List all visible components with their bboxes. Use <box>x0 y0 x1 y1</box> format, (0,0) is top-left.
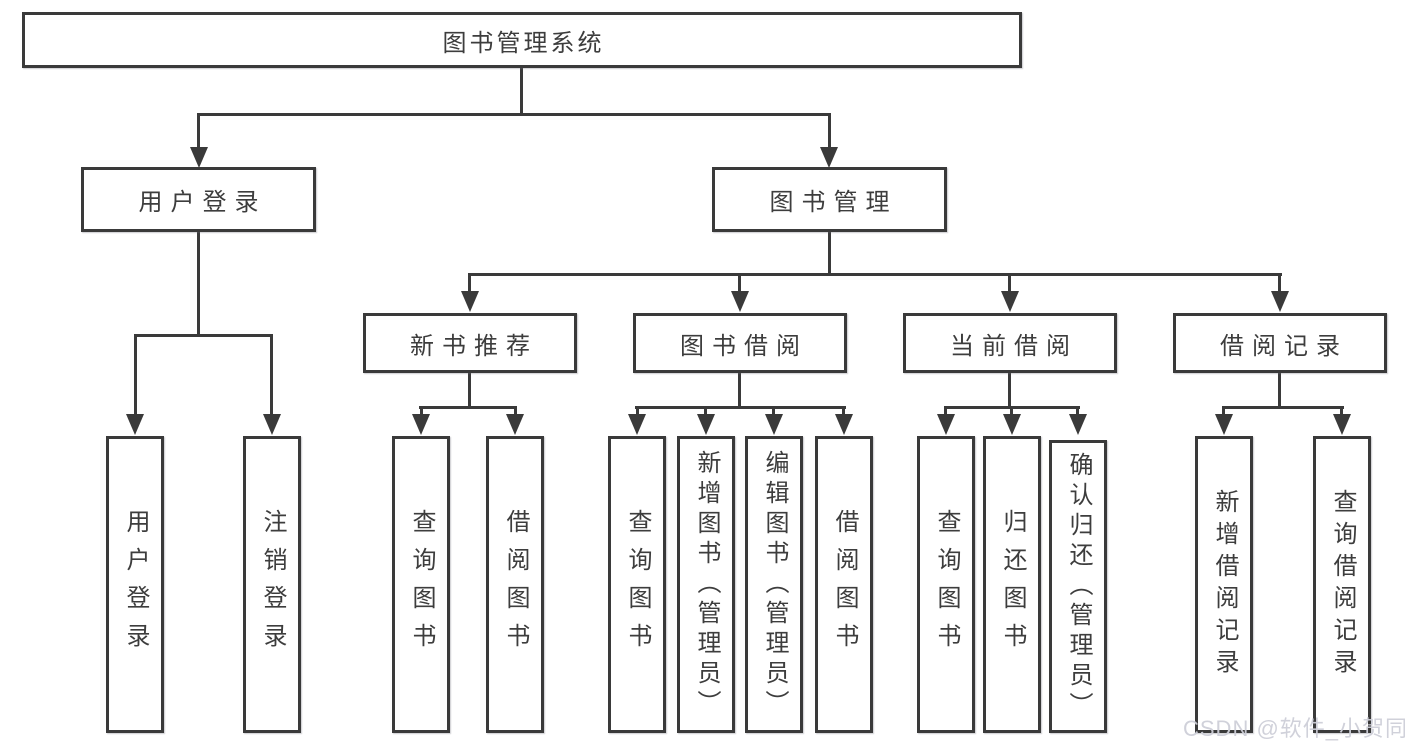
arrow-down-icon <box>1215 414 1233 435</box>
arrow-down-icon <box>765 414 783 435</box>
arrow-down-icon <box>820 147 838 168</box>
connector-book-management-stem <box>828 232 831 276</box>
arrow-down-icon <box>731 291 749 312</box>
arrow-down-icon <box>697 414 715 435</box>
arrow-down-icon <box>1271 291 1289 312</box>
arrow-down-icon <box>461 291 479 312</box>
arrow-down-icon <box>412 414 430 435</box>
connector-user-login-stem <box>197 232 200 337</box>
node-logout: 注销登录 <box>243 436 301 733</box>
node-bb-borrow-books-label: 借阅图书 <box>831 508 858 661</box>
connector-root-stem <box>520 68 523 116</box>
node-borrowing-records-label: 借阅记录 <box>1220 332 1348 360</box>
arrow-down-icon <box>1069 414 1087 435</box>
node-nb-borrow-books-label: 借阅图书 <box>502 508 529 661</box>
node-bb-add-books-admin: 新增图书（管理员） <box>677 436 735 733</box>
node-br-query-record-label: 查询借阅记录 <box>1329 488 1356 681</box>
connector-new-book-stem <box>468 373 471 409</box>
node-book-management-label: 图书管理 <box>769 189 898 216</box>
connector-borrowing-records-hline <box>1222 406 1344 409</box>
arrow-down-icon <box>263 414 281 435</box>
connector-drop-leaf <box>420 406 423 416</box>
connector-drop-user-login <box>197 113 200 149</box>
connector-drop-borrowing-records <box>1278 273 1281 293</box>
node-br-add-record-label: 新增借阅记录 <box>1211 488 1238 681</box>
node-cb-return-books: 归还图书 <box>983 436 1041 733</box>
arrow-down-icon <box>190 147 208 168</box>
node-cb-query-books-label: 查询图书 <box>933 508 960 661</box>
connector-book-borrowing-stem <box>738 373 741 409</box>
connector-borrowing-records-stem <box>1278 373 1281 409</box>
connector-drop-book-management <box>828 113 831 149</box>
node-current-borrowing: 当前借阅 <box>903 313 1117 373</box>
connector-drop-leaf <box>772 406 775 416</box>
node-cb-query-books: 查询图书 <box>917 436 975 733</box>
connector-drop-leaf <box>1076 406 1079 416</box>
connector-level3-hline <box>468 273 1282 276</box>
arrow-down-icon <box>1333 414 1351 435</box>
arrow-down-icon <box>1003 414 1021 435</box>
connector-drop-login <box>134 334 137 416</box>
node-br-query-record: 查询借阅记录 <box>1313 436 1371 733</box>
node-cb-confirm-return-admin-label: 确认归还（管理员） <box>1065 451 1092 722</box>
node-book-management: 图书管理 <box>712 167 947 232</box>
node-root-label: 图书管理系统 <box>442 29 605 57</box>
node-bb-edit-books-admin: 编辑图书（管理员） <box>745 436 803 733</box>
connector-user-login-hline <box>134 334 273 337</box>
node-br-add-record: 新增借阅记录 <box>1195 436 1253 733</box>
arrow-down-icon <box>937 414 955 435</box>
connector-drop-leaf <box>1222 406 1225 416</box>
connector-level1-hline <box>197 113 831 116</box>
connector-drop-leaf <box>1340 406 1343 416</box>
node-logout-label: 注销登录 <box>259 508 286 661</box>
connector-drop-current-borrowing <box>1008 273 1011 293</box>
connector-current-borrowing-stem <box>1008 373 1011 409</box>
node-book-borrowing: 图书借阅 <box>633 313 847 373</box>
node-bb-edit-books-admin-label: 编辑图书（管理员） <box>761 449 788 720</box>
connector-book-borrowing-hline <box>635 406 846 409</box>
node-user-login: 用户登录 <box>81 167 316 232</box>
node-cb-return-books-label: 归还图书 <box>999 508 1026 661</box>
node-bb-borrow-books: 借阅图书 <box>815 436 873 733</box>
connector-drop-book-borrowing <box>738 273 741 293</box>
node-root: 图书管理系统 <box>22 12 1022 68</box>
connector-drop-new-book <box>468 273 471 293</box>
arrow-down-icon <box>126 414 144 435</box>
connector-drop-leaf <box>514 406 517 416</box>
connector-new-book-hline <box>419 406 517 409</box>
node-nb-borrow-books: 借阅图书 <box>486 436 544 733</box>
node-book-borrowing-label: 图书借阅 <box>680 332 808 360</box>
arrow-down-icon <box>835 414 853 435</box>
arrow-down-icon <box>628 414 646 435</box>
connector-drop-leaf <box>944 406 947 416</box>
connector-drop-leaf <box>704 406 707 416</box>
node-bb-query-books: 查询图书 <box>608 436 666 733</box>
node-cb-confirm-return-admin: 确认归还（管理员） <box>1049 440 1107 733</box>
node-borrowing-records: 借阅记录 <box>1173 313 1387 373</box>
node-bb-query-books-label: 查询图书 <box>624 508 651 661</box>
node-user-login-label: 用户登录 <box>138 189 267 216</box>
arrow-down-icon <box>1001 291 1019 312</box>
node-new-book-recommendation-label: 新书推荐 <box>410 332 538 360</box>
node-login: 用户登录 <box>106 436 164 733</box>
arrow-down-icon <box>506 414 524 435</box>
connector-drop-leaf <box>636 406 639 416</box>
connector-drop-logout <box>270 334 273 416</box>
node-current-borrowing-label: 当前借阅 <box>950 332 1078 360</box>
connector-drop-leaf <box>842 406 845 416</box>
node-nb-query-books-label: 查询图书 <box>408 508 435 661</box>
node-new-book-recommendation: 新书推荐 <box>363 313 577 373</box>
node-nb-query-books: 查询图书 <box>392 436 450 733</box>
csdn-watermark: CSDN @软件_小贺同学 <box>1183 716 1405 741</box>
node-bb-add-books-admin-label: 新增图书（管理员） <box>693 449 720 720</box>
node-login-label: 用户登录 <box>122 508 149 661</box>
connector-drop-leaf <box>1010 406 1013 416</box>
